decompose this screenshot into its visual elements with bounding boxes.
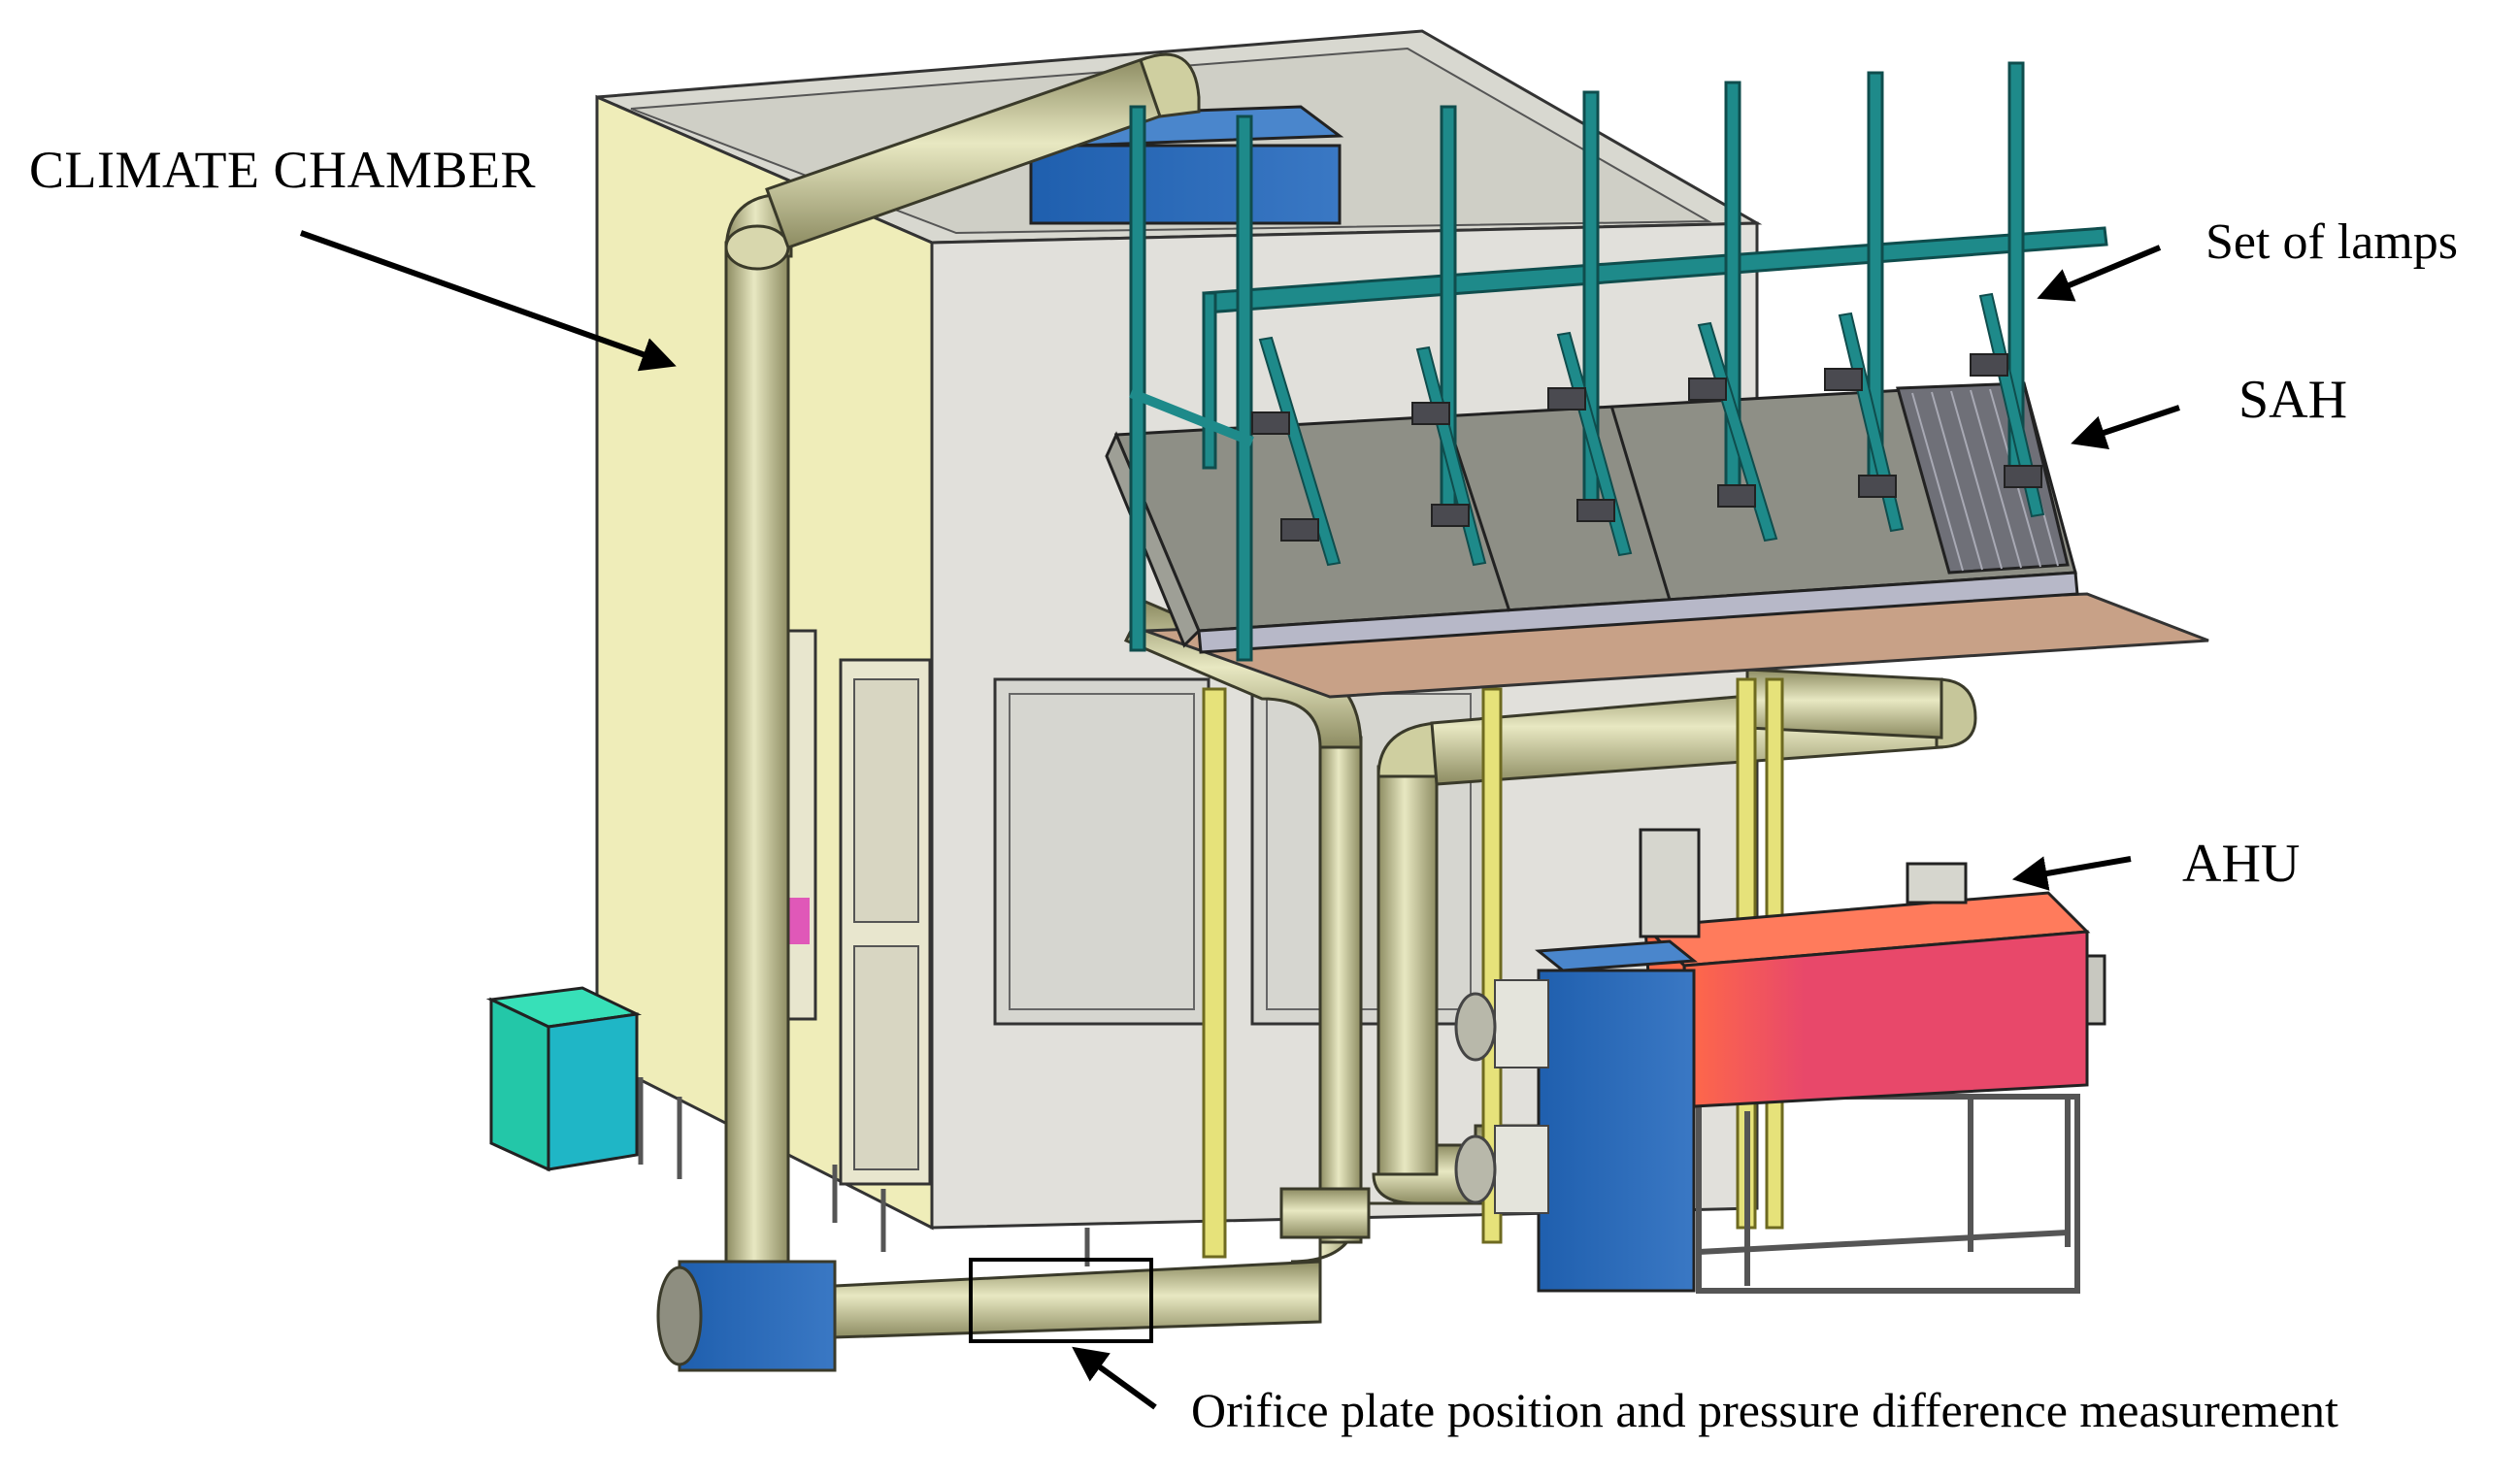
ahu-stand: [1696, 1094, 2080, 1294]
callout-arrows: [299, 230, 2180, 1410]
arrow-set-of-lamps: [2037, 245, 2162, 302]
arrow-ahu: [2011, 856, 2132, 891]
label-orifice-plate: Orifice plate position and pressure diff…: [1191, 1383, 2338, 1437]
lamp-frame: [1129, 61, 2108, 662]
arrow-orifice: [1072, 1346, 1157, 1410]
air-duct-system: [656, 52, 1977, 1372]
label-ahu: AHU: [2182, 834, 2301, 894]
arrow-climate-chamber: [299, 230, 677, 372]
sah-absorber-grid: [1896, 381, 2070, 575]
air-handling-unit: [1454, 828, 2106, 1294]
label-sah: SAH: [2238, 370, 2348, 430]
ahu-fan-box: [1535, 939, 1698, 972]
arrow-sah: [2071, 405, 2180, 449]
label-set-of-lamps: Set of lamps: [2205, 214, 2458, 270]
orifice-plate-marker: [969, 1258, 1153, 1343]
control-box: [485, 986, 643, 1172]
label-climate-chamber: CLIMATE CHAMBER: [29, 141, 537, 199]
lamps: [1251, 353, 2042, 542]
bottom-fan-box: [678, 1260, 837, 1372]
chamber-window-left: [993, 677, 1210, 1026]
